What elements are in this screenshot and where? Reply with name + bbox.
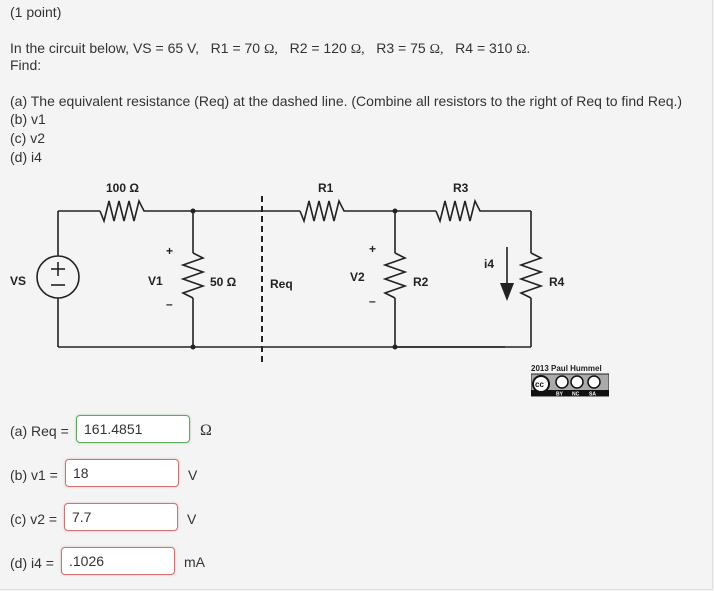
i4-arrow-head-icon	[500, 283, 514, 301]
answer-b-unit: V	[188, 467, 198, 483]
answer-c-label: (c) v2 =	[10, 511, 58, 527]
label-i4: i4	[484, 257, 494, 271]
given-vs: VS = 65 V,	[132, 40, 199, 56]
resistor-r1	[299, 198, 350, 224]
svg-text:BY: BY	[556, 392, 564, 398]
statement-prefix: In the circuit below,	[10, 40, 133, 56]
resistor-100-ohm	[99, 198, 150, 224]
answer-a-label: (a) Req =	[10, 423, 69, 439]
label-v2: V2	[350, 270, 365, 284]
circuit-diagram: VS 100 Ω V1 + – 50 Ω Req R1 V2 + – R2 R3…	[10, 181, 565, 366]
label-v1: V1	[148, 274, 163, 288]
junction-node	[392, 208, 398, 214]
label-vs: VS	[10, 274, 26, 288]
given-r1: R1 = 70	[210, 40, 264, 56]
answer-c-unit: V	[187, 511, 197, 527]
svg-text:SA: SA	[589, 392, 596, 398]
given-r4: R4 = 310	[455, 40, 517, 56]
v2-minus-sign: –	[369, 294, 376, 308]
svg-text:cc: cc	[535, 380, 544, 389]
cc-by-nc-sa-icon: cc BY NC SA	[530, 373, 610, 398]
given-r2: R2 = 120	[289, 40, 351, 56]
answer-d-unit: mA	[184, 554, 205, 570]
problem-statement: In the circuit below, VS = 65 V, R1 = 70…	[10, 40, 530, 58]
license-badge: 2013 Paul Hummel cc BY NC SA	[530, 364, 611, 400]
junction-node	[392, 344, 398, 350]
resistor-r3	[435, 198, 486, 224]
junction-node	[190, 208, 196, 214]
v1-plus-sign: +	[166, 244, 173, 258]
label-r2: R2	[413, 275, 429, 289]
junction-node	[190, 344, 196, 350]
v2-answer-input[interactable]: 7.7	[64, 503, 178, 531]
resistor-50-ohm	[180, 252, 206, 299]
part-a-text: (a) The equivalent resistance (Req) at t…	[10, 93, 683, 109]
v1-minus-sign: –	[166, 297, 173, 311]
find-label: Find:	[10, 57, 42, 73]
given-r3-unit: Ω,	[429, 42, 444, 57]
part-b-text: (b) v1	[10, 111, 46, 127]
voltage-source-icon	[36, 255, 80, 299]
v2-plus-sign: +	[369, 242, 376, 256]
svg-text:NC: NC	[572, 392, 580, 398]
resistor-r4	[518, 252, 544, 299]
given-r3: R3 = 75	[376, 40, 430, 56]
given-r1-unit: Ω,	[264, 42, 278, 57]
label-r3: R3	[453, 181, 469, 195]
copyright-credit: 2013 Paul Hummel	[531, 364, 602, 373]
answer-d-label: (d) i4 =	[10, 555, 54, 571]
req-answer-input[interactable]: 161.4851	[76, 415, 190, 443]
v1-answer-input[interactable]: 18	[65, 459, 179, 487]
resistor-r2	[382, 252, 408, 299]
label-50-ohm: 50 Ω	[210, 275, 237, 289]
answer-b-label: (b) v1 =	[10, 467, 58, 483]
label-100-ohm: 100 Ω	[106, 181, 139, 195]
part-d-text: (d) i4	[10, 149, 42, 165]
given-r4-unit: Ω.	[516, 42, 531, 57]
point-value: (1 point)	[10, 4, 62, 20]
label-req: Req	[270, 277, 293, 291]
label-r4: R4	[549, 275, 565, 289]
given-r2-unit: Ω,	[350, 42, 365, 57]
label-r1: R1	[318, 181, 334, 195]
i4-answer-input[interactable]: .1026	[61, 547, 175, 575]
part-c-text: (c) v2	[10, 130, 45, 146]
answer-a-unit: Ω	[200, 422, 212, 439]
